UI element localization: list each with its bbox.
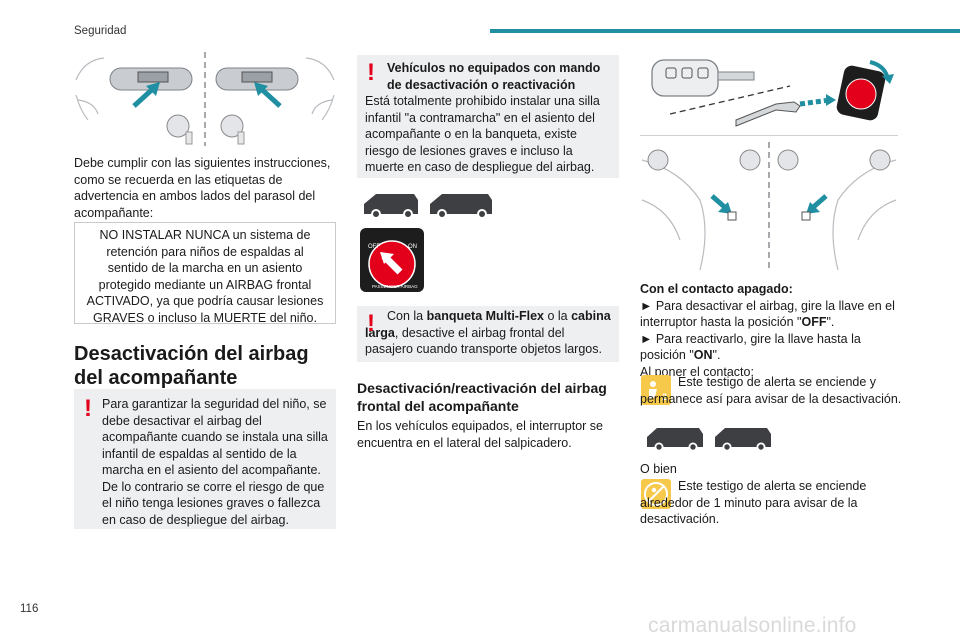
warning-body: Está totalmente prohibido instalar una s… [365, 94, 600, 174]
framed-warning-text: NO INSTALAR NUNCA un sistema de retenció… [86, 228, 324, 325]
switch-ring-text: PASSENGER AIRBAG [372, 284, 418, 289]
airbag-disabled-lamp-icon [641, 479, 671, 509]
or-text: O bien [640, 462, 677, 476]
multiflex-warning-box: ! Con la banqueta Multi-Flex o la cabina… [357, 306, 619, 362]
switch-location-text: En los vehículos equipados, el interrupt… [357, 419, 603, 450]
warning-icon: ! [367, 59, 375, 86]
warning-icon: ! [367, 310, 375, 337]
instructions-lead: Con el contacto apagado: [640, 282, 793, 296]
no-switch-warning-box: ! Vehículos no equipados con mando de de… [357, 55, 619, 178]
lamp1-text: Este testigo de alerta se enciende y per… [640, 375, 902, 406]
van-silhouettes [360, 188, 500, 220]
airbag-off-warning-lamp-icon: 2 [641, 375, 671, 405]
instructions: Con el contacto apagado: ► Para desactiv… [640, 281, 902, 380]
watermark: carmanualsonline.info [648, 614, 857, 637]
lamp2-text: Este testigo de alerta se enciende alred… [640, 479, 867, 526]
subsection-heading: Desactivación/reactivación del airbag fr… [357, 380, 607, 414]
section-label: Seguridad [74, 25, 127, 37]
switch-off-label: OFF [368, 244, 380, 250]
warning-title: Vehículos no equipados con mando de desa… [387, 61, 601, 92]
ignition-on-text: Al poner el contacto: [640, 364, 754, 379]
airbag-switch-icon: OFF ON PASSENGER AIRBAG [360, 228, 424, 292]
warning-icon: ! [84, 395, 92, 422]
svg-text:2: 2 [662, 392, 667, 402]
switch-on-label: ON [408, 244, 417, 250]
framed-warning: NO INSTALAR NUNCA un sistema de retenció… [74, 222, 336, 325]
sun-visor-illustration [74, 50, 336, 148]
intro-text: Debe cumplir con las siguientes instrucc… [74, 156, 331, 220]
section-heading: Desactivación del airbag del acompañante [74, 343, 309, 389]
van-silhouettes-2 [645, 424, 775, 452]
dashboard-illustration [640, 140, 898, 272]
step-reactivate: ► Para reactivarlo, gire la llave hasta … [640, 331, 861, 363]
child-safety-warning-box: ! Para garantizar la seguridad del niño,… [74, 389, 336, 529]
header-accent-bar [490, 29, 960, 33]
warning-text: Para garantizar la seguridad del niño, s… [102, 397, 328, 527]
warning-text: Con la banqueta Multi-Flex o la cabina l… [365, 309, 611, 356]
illustration-divider [640, 135, 898, 136]
key-and-switch-illustration [640, 50, 898, 150]
step-deactivate: ► Para desactivar el airbag, gire la lla… [640, 298, 895, 330]
page-number: 116 [20, 603, 39, 615]
